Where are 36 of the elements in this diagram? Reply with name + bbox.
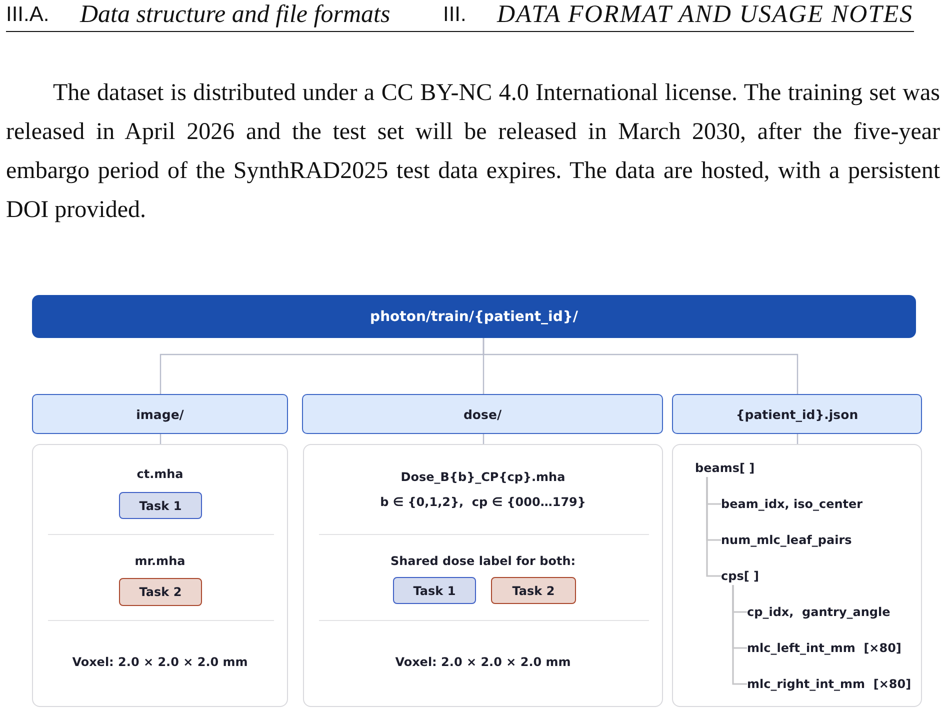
index-range: b ∈ {0,1,2}, cp ∈ {000…179} <box>380 494 586 511</box>
voxel-size-text: Voxel: 2.0 × 2.0 × 2.0 mm <box>395 654 571 671</box>
folder-header: dose/ <box>302 394 663 434</box>
content-panel <box>32 444 288 707</box>
task-tag: Task 2 <box>119 578 202 606</box>
json-key: mlc_right_int_mm [×80] <box>747 675 912 693</box>
section-number: III. <box>443 3 466 27</box>
running-title: DATA FORMAT AND USAGE NOTES <box>497 2 914 28</box>
connector-line <box>482 338 798 394</box>
folder-header: image/ <box>32 394 288 434</box>
file-name: Dose_B{b}_CP{cp}.mha <box>400 469 566 486</box>
tree-line <box>732 585 747 685</box>
json-key: beams[ ] <box>695 459 755 477</box>
json-key: mlc_left_int_mm [×80] <box>747 639 902 657</box>
file-name: mr.mha <box>134 553 186 570</box>
json-key: num_mlc_leaf_pairs <box>721 531 852 549</box>
file-name: ct.mha <box>136 466 184 483</box>
note-text: Shared dose label for both: <box>390 553 576 570</box>
content-panel <box>303 444 663 707</box>
json-key: cps[ ] <box>721 567 759 585</box>
connector-line <box>160 434 162 444</box>
task-tag: Task 1 <box>393 577 476 604</box>
task-tag: Task 1 <box>119 492 202 519</box>
task-tag: Task 2 <box>491 577 576 604</box>
connector-line <box>482 434 484 444</box>
running-title: Data structure and file formats <box>80 2 390 28</box>
section-number: III.A. <box>6 3 50 27</box>
tree-line <box>706 477 721 577</box>
json-key: beam_idx, iso_center <box>721 495 863 513</box>
content-panel <box>672 444 922 707</box>
file-header: {patient_id}.json <box>672 394 922 434</box>
json-key: cp_idx, gantry_angle <box>747 603 890 621</box>
connector-line <box>796 434 798 444</box>
voxel-size-text: Voxel: 2.0 × 2.0 × 2.0 mm <box>72 654 248 671</box>
folder-bar: photon/train/{patient_id}/ <box>32 295 916 338</box>
body-paragraph: The dataset is distributed under a CC BY-NC 4.0 International license. The training set was released in April 2026 and the test set will be released in March 2030, after the five-year embargo period of the SynthRAD2025 test data expires. The data are hosted, with a persistent DOI provided. <box>6 79 940 225</box>
